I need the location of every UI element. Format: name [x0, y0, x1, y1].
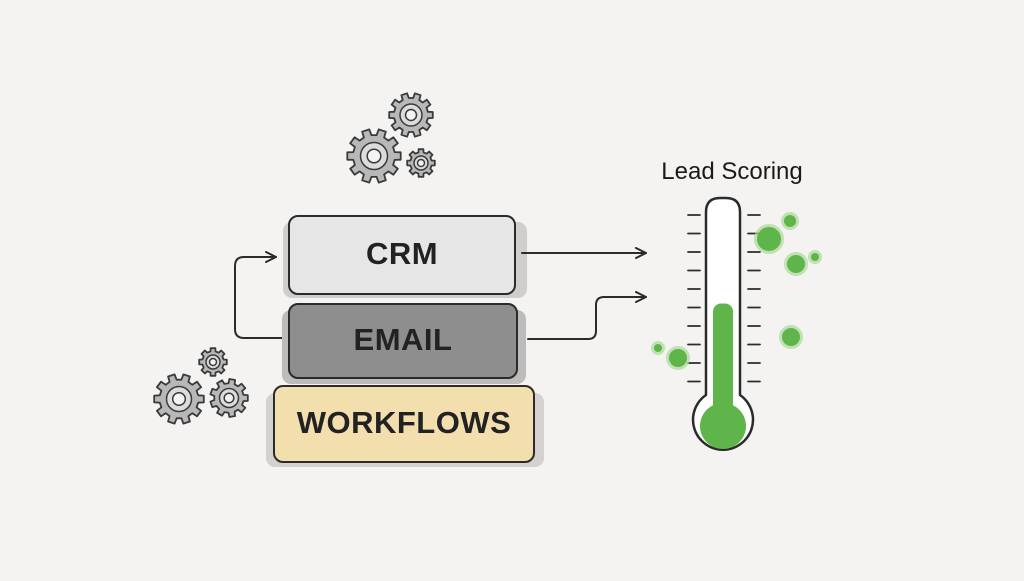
score-dot [757, 227, 781, 251]
workflows-block: WORKFLOWS [266, 385, 544, 467]
gear-icon [153, 373, 205, 425]
gear-icon [346, 128, 402, 184]
lead-scoring-title: Lead Scoring [661, 158, 802, 185]
gear-cluster-top [346, 92, 436, 184]
thermometer-icon [687, 196, 761, 451]
score-dot [669, 349, 687, 367]
crm-label: CRM [366, 236, 438, 271]
feedback-arrow [234, 251, 289, 339]
email-block: EMAIL [282, 303, 526, 384]
gear-cluster-left [153, 347, 249, 425]
score-dot [782, 328, 800, 346]
email-to-score-arrow [527, 291, 647, 340]
email-label: EMAIL [354, 322, 453, 357]
thermometer-ticks [687, 214, 761, 383]
score-dots [651, 212, 822, 370]
gear-icon [406, 148, 436, 178]
workflows-label: WORKFLOWS [297, 405, 512, 440]
gear-icon [198, 347, 228, 377]
thermometer-mercury [713, 303, 733, 420]
gear-icon [388, 92, 434, 138]
score-dot [654, 344, 662, 352]
thermometer-bulb [700, 403, 746, 449]
score-dot [787, 255, 805, 273]
score-dot [811, 253, 819, 261]
gear-icon [209, 378, 249, 418]
score-dot [784, 215, 796, 227]
crm-block: CRM [283, 215, 527, 298]
